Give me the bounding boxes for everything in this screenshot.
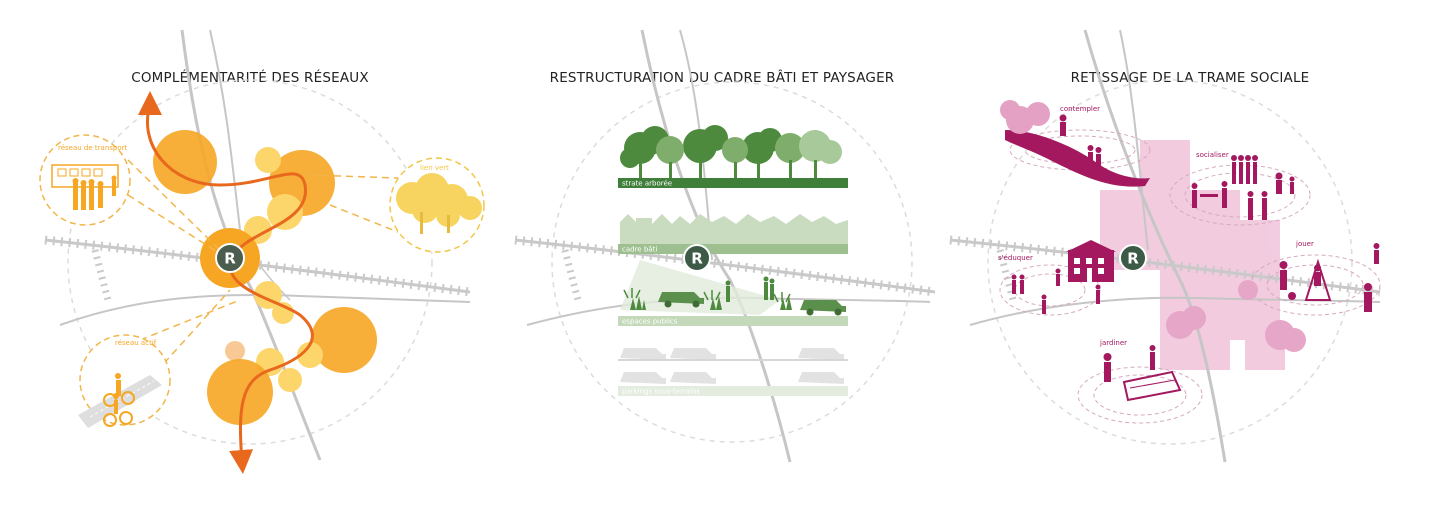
railway <box>514 235 936 301</box>
label-soft-mobility: réseau actif <box>115 339 157 347</box>
context-circle <box>551 81 913 443</box>
layer-underground-parking: parkings sous-terrains <box>618 348 848 396</box>
panel-social-fabric: RETISSAGE DE LA TRAME SOCIALE <box>949 29 1381 463</box>
callout-green-link: lien vert <box>389 157 485 253</box>
label-transport: réseau de transport <box>58 144 128 152</box>
callout-transport: réseau de transport <box>39 134 131 226</box>
callout-soft-mobility: réseau actif <box>78 334 171 428</box>
label-tree-strata: strate arborée <box>622 180 672 188</box>
label-contemplate: contempler <box>1060 105 1100 113</box>
label-socialize: socialiser <box>1196 151 1229 159</box>
panel-networks: COMPLÉMENTARITÉ DES RÉSEAUX <box>39 29 485 474</box>
label-public-spaces: espaces publics <box>622 318 678 326</box>
label-educate: s'éduquer <box>998 254 1033 262</box>
road-network <box>59 29 471 461</box>
station-marker: R <box>1119 244 1147 272</box>
panel-title: RETISSAGE DE LA TRAME SOCIALE <box>1071 70 1310 86</box>
station-letter: R <box>224 250 236 268</box>
pink-trees <box>1166 280 1306 352</box>
panel-title: RESTRUCTURATION DU CADRE BÂTI ET PAYSAGE… <box>550 68 895 86</box>
activity-contemplate: contempler <box>1000 100 1151 187</box>
layer-built-frame: cadre bâti <box>618 214 848 254</box>
activity-garden: jardiner <box>1077 339 1203 424</box>
connector-lines <box>127 159 399 391</box>
context-circle <box>987 79 1353 445</box>
label-green-link: lien vert <box>420 164 449 172</box>
layer-public-spaces: espaces publics <box>618 260 848 326</box>
panel-title: COMPLÉMENTARITÉ DES RÉSEAUX <box>131 69 369 86</box>
station-letter: R <box>691 250 703 268</box>
station-marker: R <box>683 244 711 272</box>
label-play: jouer <box>1295 240 1314 248</box>
railway <box>949 235 1381 301</box>
label-garden: jardiner <box>1099 339 1127 347</box>
layer-tree-strata: strate arborée <box>618 125 848 188</box>
label-built-frame: cadre bâti <box>622 246 657 254</box>
activity-bubbles <box>153 130 377 425</box>
station-marker: R <box>215 243 245 273</box>
panel-built-landscape: RESTRUCTURATION DU CADRE BÂTI ET PAYSAGE… <box>514 29 936 463</box>
activity-socialize: socialiser <box>1169 151 1311 226</box>
station-letter: R <box>1127 250 1139 268</box>
label-underground-parking: parkings sous-terrains <box>622 388 700 396</box>
context-circle <box>67 79 433 445</box>
activity-educate: s'éduquer <box>998 240 1116 316</box>
